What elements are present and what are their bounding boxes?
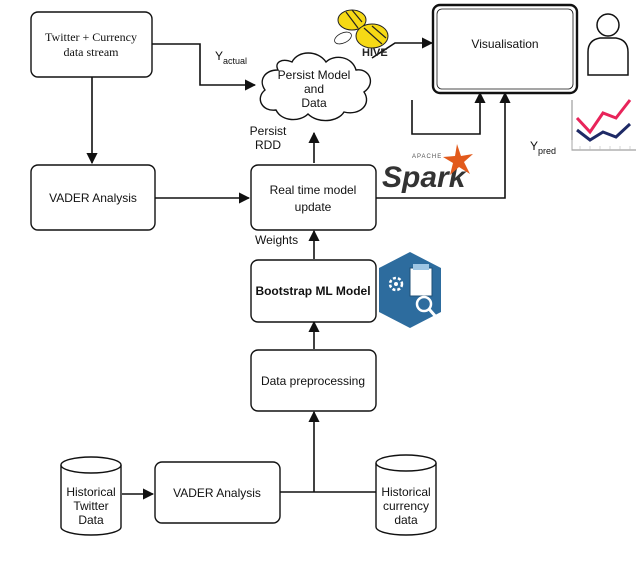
connectors xyxy=(86,37,511,500)
node-realtime-update: Real time model update xyxy=(250,164,377,231)
user-silhouette-icon xyxy=(587,13,629,76)
realtime-update-line2: update xyxy=(295,200,332,214)
node-hist-currency: Historical currency data xyxy=(375,454,437,536)
persist-model-line1: Persist Model xyxy=(278,68,351,82)
node-hist-twitter: Historical Twitter Data xyxy=(60,456,122,536)
vader-bottom-label: VADER Analysis xyxy=(173,486,261,500)
y-actual-label: Yactual xyxy=(215,49,247,66)
vader-top-label: VADER Analysis xyxy=(49,191,137,205)
y-pred-label: Ypred xyxy=(530,139,556,156)
node-preprocessing: Data preprocessing xyxy=(250,349,377,412)
node-twitter-stream: Twitter + Currency data stream xyxy=(30,11,153,78)
node-visualisation: Visualisation xyxy=(431,3,579,95)
edge-persist-to-visualisation-lower xyxy=(411,91,486,135)
realtime-update-line1: Real time model xyxy=(270,183,357,197)
weights-label: Weights xyxy=(255,233,298,247)
hist-twitter-line3: Data xyxy=(78,513,104,527)
edge-stream-to-persist xyxy=(152,43,257,91)
ml-model-hexagon-icon xyxy=(379,252,441,328)
hist-currency-line1: Historical xyxy=(381,485,430,499)
twitter-stream-line2: data stream xyxy=(64,45,120,59)
bootstrap-label: Bootstrap ML Model xyxy=(255,284,370,298)
persist-rdd-line2: RDD xyxy=(255,138,281,152)
persist-rdd-line1: Persist xyxy=(250,124,287,138)
spark-star-logo: APACHE Spark xyxy=(382,144,473,194)
hist-twitter-line1: Historical xyxy=(66,485,115,499)
preprocessing-label: Data preprocessing xyxy=(261,374,365,388)
line-chart-icon xyxy=(566,99,636,158)
persist-model-line2: and xyxy=(304,82,324,96)
edge-realtime-to-visualisation xyxy=(376,91,511,199)
persist-model-line3: Data xyxy=(301,96,327,110)
spark-apache-text: APACHE xyxy=(412,154,442,160)
node-vader-top: VADER Analysis xyxy=(30,164,156,231)
hist-twitter-line2: Twitter xyxy=(73,499,108,513)
node-vader-bottom: VADER Analysis xyxy=(154,461,281,524)
hive-text: HIVE xyxy=(362,47,388,59)
hive-bee-logo: HIVE xyxy=(334,9,389,59)
node-persist-model-cloud: Persist Model and Data xyxy=(259,52,372,122)
visualisation-label: Visualisation xyxy=(471,37,538,51)
twitter-stream-line1: Twitter + Currency xyxy=(45,30,137,44)
hist-currency-line3: data xyxy=(394,513,418,527)
edge-persist-to-visualisation xyxy=(371,37,434,59)
node-bootstrap: Bootstrap ML Model xyxy=(250,259,377,323)
hist-currency-line2: currency xyxy=(383,499,429,513)
